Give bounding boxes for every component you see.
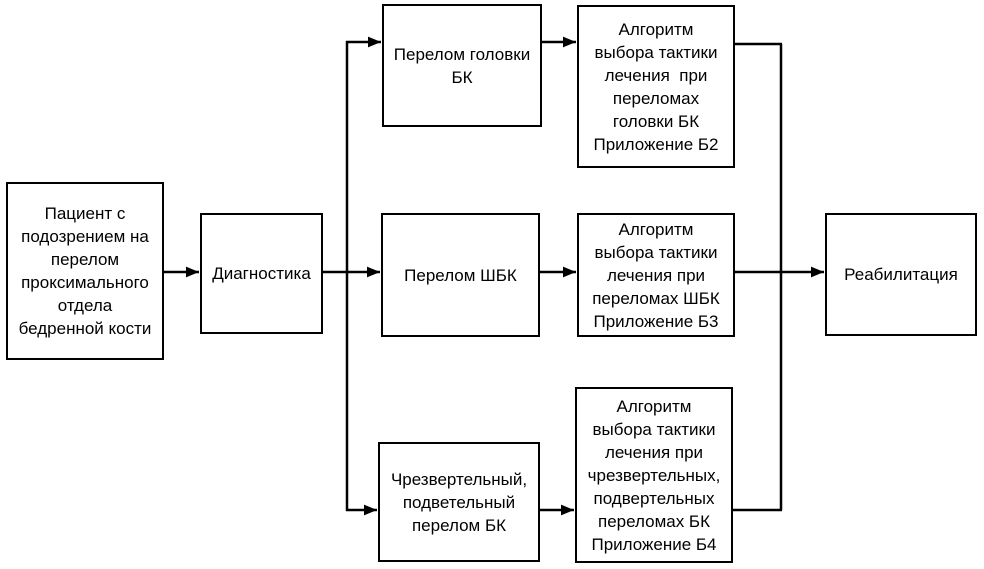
node-patient: Пациент с подозрением на перелом проксим… xyxy=(6,182,164,360)
node-rehabilitation-label: Реабилитация xyxy=(844,265,958,284)
node-rehabilitation: Реабилитация xyxy=(825,213,977,336)
node-diagnostics: Диагностика xyxy=(200,213,323,334)
node-diagnostics-label: Диагностика xyxy=(212,264,311,283)
node-patient-label: Пациент с подозрением на перелом проксим… xyxy=(18,204,152,338)
node-fracture-trochanteric-label: Чрезвертельный, подветельный перелом БК xyxy=(390,469,528,535)
node-algo-b4-label: Алгоритм выбора тактики лечения при чрез… xyxy=(587,396,721,554)
node-algo-b2: Алгоритм выбора тактики лечения при пере… xyxy=(577,5,735,168)
node-fracture-head: Перелом головки БК xyxy=(382,4,542,127)
node-fracture-head-label: Перелом головки БК xyxy=(393,44,531,87)
node-fracture-trochanteric: Чрезвертельный, подветельный перелом БК xyxy=(378,442,540,562)
node-algo-b3: Алгоритм выбора тактики лечения при пере… xyxy=(577,213,735,337)
node-algo-b2-label: Алгоритм выбора тактики лечения при пере… xyxy=(593,19,719,154)
node-fracture-neck-label: Перелом ШБК xyxy=(404,265,517,285)
node-algo-b3-label: Алгоритм выбора тактики лечения при пере… xyxy=(592,219,720,331)
node-fracture-neck: Перелом ШБК xyxy=(381,213,540,337)
node-algo-b4: Алгоритм выбора тактики лечения при чрез… xyxy=(575,387,733,563)
